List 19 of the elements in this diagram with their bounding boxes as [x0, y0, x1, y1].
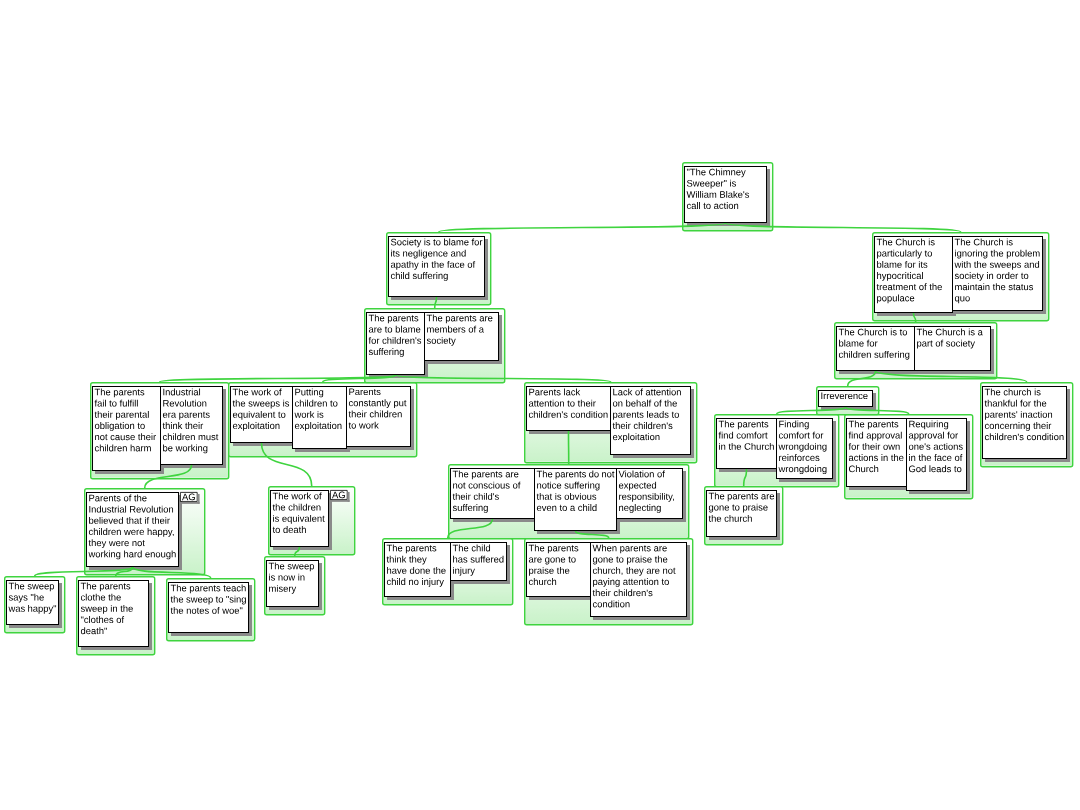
connector	[114, 566, 134, 577]
connector	[742, 468, 748, 487]
connector	[433, 296, 438, 309]
connector	[844, 406, 910, 415]
connector	[437, 222, 727, 233]
connector	[846, 370, 877, 387]
connector	[874, 370, 1028, 383]
connector	[567, 430, 570, 465]
connector	[912, 312, 917, 323]
connector	[158, 374, 397, 383]
connector	[574, 530, 610, 539]
connector	[394, 374, 612, 383]
connector	[775, 406, 847, 415]
connector	[321, 374, 397, 383]
connector	[260, 442, 313, 487]
connector	[293, 546, 301, 557]
connector	[33, 566, 134, 577]
connector	[446, 518, 494, 539]
connector	[724, 222, 962, 233]
